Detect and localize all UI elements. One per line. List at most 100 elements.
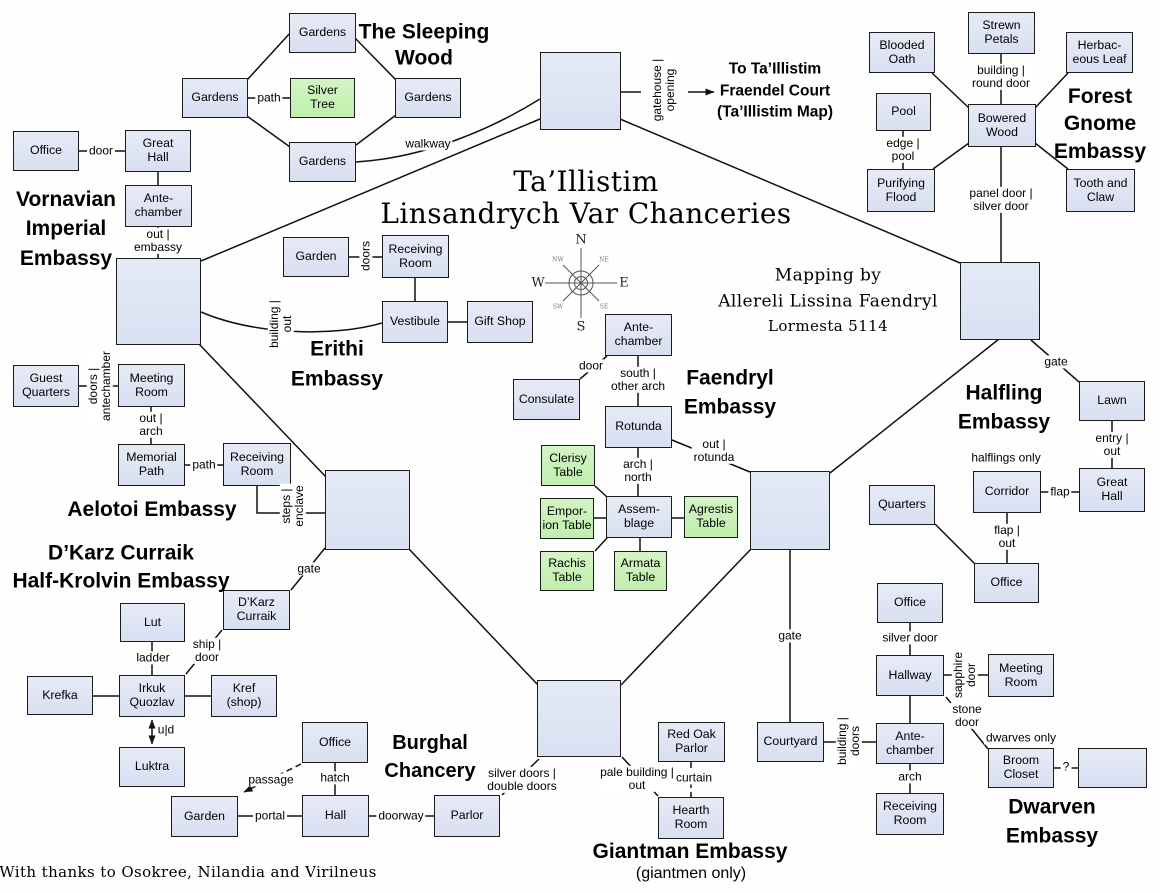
faendryl-title: Faendryl Embassy xyxy=(683,366,777,419)
room-purifying-flood: Purifying Flood xyxy=(867,169,935,212)
plaza-east xyxy=(960,262,1040,340)
room-lawn: Lawn xyxy=(1079,381,1145,421)
compass-se-label: SE xyxy=(600,304,609,311)
room-vornavian-office: Office xyxy=(13,131,79,171)
room-burghal-office: Office xyxy=(302,722,368,763)
room-dkarz-curraik: D’Karz Curraik xyxy=(223,590,290,630)
room-unknown xyxy=(1078,748,1147,788)
room-gardens-north: Gardens xyxy=(289,13,356,53)
room-irkuk-quozlav: Irkuk Quozlav xyxy=(119,675,185,717)
edge-label-pale-building-out: pale building | out xyxy=(598,764,676,793)
room-assemblage: Assem- blage xyxy=(606,496,672,538)
edge-label-out-rotunda: out | rotunda xyxy=(691,436,737,465)
connection-line xyxy=(934,523,976,565)
room-rachis-table: Rachis Table xyxy=(540,551,594,591)
room-hearth-room: Hearth Room xyxy=(658,797,724,839)
edge-label-portal: portal xyxy=(252,808,288,823)
room-burghal-parlor: Parlor xyxy=(434,795,500,837)
room-erithi-garden: Garden xyxy=(283,237,349,277)
room-vestibule: Vestibule xyxy=(382,301,448,343)
connection-line xyxy=(246,31,292,81)
edge-label-building-round-door: building | round door xyxy=(969,62,1033,91)
room-strewn-petals: Strewn Petals xyxy=(968,12,1035,54)
compass-inner-ring xyxy=(574,276,588,290)
room-agrestis-table: Agrestis Table xyxy=(684,496,738,538)
compass-needle-nesw xyxy=(562,264,600,302)
edge-label-gate: gate xyxy=(776,628,804,643)
erithi-title: Erithi Embassy xyxy=(290,337,384,391)
room-faendryl-antechamber: Ante- chamber xyxy=(605,314,672,356)
edge-label-stone-door: stone door xyxy=(950,701,984,730)
room-lut: Lut xyxy=(120,603,185,642)
room-hallway: Hallway xyxy=(876,655,944,696)
edge-label-edge-pool: edge | pool xyxy=(884,135,922,164)
edge-label-blank: ? xyxy=(1060,759,1072,774)
room-clerisy-table: Clerisy Table xyxy=(541,445,595,486)
room-courtyard: Courtyard xyxy=(757,722,824,762)
edge-label-doors-antechamber: doors | antechamber xyxy=(85,348,114,424)
room-memorial-path: Memorial Path xyxy=(118,444,185,486)
edge-label-curtain: curtain xyxy=(673,770,715,785)
plaza-west xyxy=(116,258,201,345)
room-armata-table: Armata Table xyxy=(614,551,667,591)
thanks-credit: With thanks to Osokree, Nilandia and Vir… xyxy=(0,862,377,881)
dwarven-title: Dwarven Embassy xyxy=(1005,795,1099,848)
connection-line xyxy=(408,548,539,686)
compass-n-label: N xyxy=(575,233,586,248)
room-vornavian-antechamber: Ante- chamber xyxy=(125,185,192,227)
connection-line xyxy=(829,338,1000,474)
room-erithi-receiving-room: Receiving Room xyxy=(382,235,449,278)
edge-label-silver-doors-double-doors: silver doors | double doors xyxy=(485,765,559,794)
edge-label-gatehouse-opening: gatehouse | opening xyxy=(649,56,678,124)
edge-label-door: door xyxy=(86,143,116,158)
room-bowered-wood: Bowered Wood xyxy=(968,104,1036,147)
room-aelotoi-receiving-room: Receiving Room xyxy=(223,443,291,486)
room-guest-quarters: Guest Quarters xyxy=(13,365,79,407)
compass-s-label: S xyxy=(577,320,586,335)
vornavian-title: Vornavian Imperial Embassy xyxy=(16,187,116,270)
edge-label-doorway: doorway xyxy=(376,808,426,823)
plaza-south xyxy=(537,680,621,757)
compass-e-label: E xyxy=(619,276,629,291)
room-gardens-south: Gardens xyxy=(289,142,356,182)
giantman-title: Giantman Embassy xyxy=(592,840,788,864)
halfling-title: Halfling Embassy xyxy=(957,381,1051,434)
dkarz-title: D’Karz Curraik Half-Krolvin Embassy xyxy=(12,541,230,593)
edge-label-hatch: hatch xyxy=(318,770,352,785)
edge-label-passage: passage xyxy=(246,772,296,787)
edge-label-out-arch: out | arch xyxy=(137,410,165,439)
connection-line xyxy=(932,142,970,170)
edge-label-u-d: u|d xyxy=(155,722,177,737)
room-kref-shop: Kref (shop) xyxy=(211,675,277,717)
connection-line xyxy=(354,37,397,81)
edge-label-flap: flap xyxy=(1048,484,1072,499)
gatehouse-destination: To Ta’Illistim Fraendel Court (Ta’Illist… xyxy=(717,60,833,121)
room-burghal-hall: Hall xyxy=(302,795,369,837)
room-broom-closet: Broom Closet xyxy=(988,748,1054,788)
compass-outer-ring xyxy=(568,270,594,296)
plaza-southeast xyxy=(750,471,830,550)
compass-sw-label: SW xyxy=(553,304,564,311)
connection-line xyxy=(1034,72,1069,109)
room-red-oak-parlor: Red Oak Parlor xyxy=(658,722,725,762)
room-herbaceous-leaf: Herbac- eous Leaf xyxy=(1066,32,1133,73)
room-dwarven-receiving-room: Receiving Room xyxy=(876,793,944,835)
compass-ne-label: NE xyxy=(599,257,609,264)
connection-line xyxy=(200,118,541,262)
room-gardens-west: Gardens xyxy=(182,78,248,118)
room-krefka: Krefka xyxy=(27,676,93,715)
edge-label-arch-north: arch | north xyxy=(621,456,655,485)
room-burghal-garden: Garden xyxy=(171,796,238,837)
room-consulate: Consulate xyxy=(513,379,580,420)
edge-label-walkway: walkway xyxy=(403,136,453,151)
edge-label-panel-door-silver-door: panel door | silver door xyxy=(967,185,1035,214)
mapping-credit: Mapping by Allereli Lissina Faendryl xyxy=(718,265,938,312)
edge-label-sapphire-door: sapphire door xyxy=(950,649,979,701)
room-halfling-office: Office xyxy=(974,563,1039,603)
room-dwarven-meeting-room: Meeting Room xyxy=(988,654,1054,697)
connection-line xyxy=(594,485,608,498)
room-dwarven-antechamber: Ante- chamber xyxy=(876,723,944,764)
edge-label-flap-out: flap | out xyxy=(992,522,1022,551)
edge-label-gate: gate xyxy=(295,561,323,576)
